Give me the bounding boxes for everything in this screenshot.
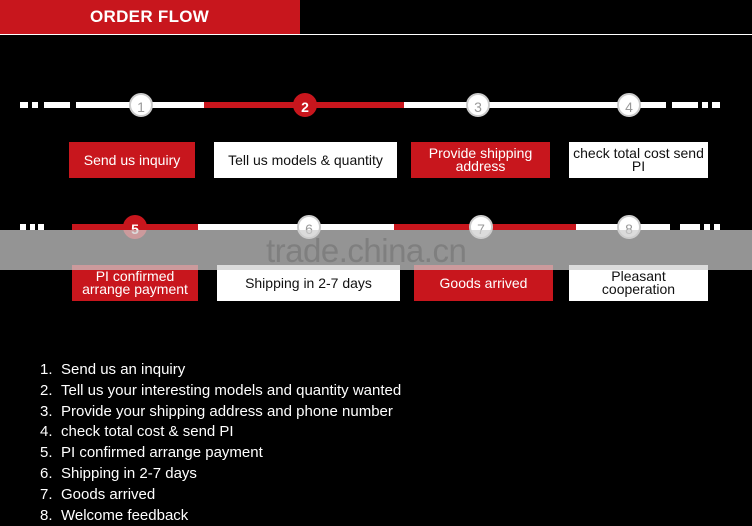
watermark-band xyxy=(0,230,752,270)
list-item: 1.Send us an inquiry xyxy=(40,361,186,378)
list-item: 4.check total cost & send PI xyxy=(40,423,234,441)
step-label-7: Goods arrived xyxy=(414,265,553,301)
step-number-4: 4 xyxy=(617,93,641,117)
step-label-5: PI confirmed arrange payment xyxy=(72,265,198,301)
header-divider xyxy=(0,34,752,35)
order-steps-list: 1.Send us an inquiry 2.Tell us your inte… xyxy=(40,360,401,526)
list-item: 7.Goods arrived xyxy=(40,485,156,503)
list-item: 5.PI confirmed arrange payment xyxy=(40,444,263,462)
header-band xyxy=(0,0,300,34)
step-number-3: 3 xyxy=(466,93,490,117)
watermark-text: trade.china.cn xyxy=(266,232,467,269)
step-label-2: Tell us models & quantity xyxy=(214,142,397,178)
list-item: 8.Welcome feedback xyxy=(40,506,189,524)
list-item: 3.Provide your shipping address and phon… xyxy=(40,402,393,420)
list-item: 6.Shipping in 2-7 days xyxy=(40,464,197,482)
step-label-3: Provide shipping address xyxy=(411,142,550,178)
list-item: 2.Tell us your interesting models and qu… xyxy=(40,381,402,399)
step-number-2: 2 xyxy=(293,93,317,117)
step-label-4: check total cost send PI xyxy=(569,142,708,178)
page-title: ORDER FLOW xyxy=(90,7,210,26)
step-label-1: Send us inquiry xyxy=(69,142,195,178)
step-label-8: Pleasant cooperation xyxy=(569,265,708,301)
step-number-1: 1 xyxy=(129,93,153,117)
step-label-6: Shipping in 2-7 days xyxy=(217,265,400,301)
